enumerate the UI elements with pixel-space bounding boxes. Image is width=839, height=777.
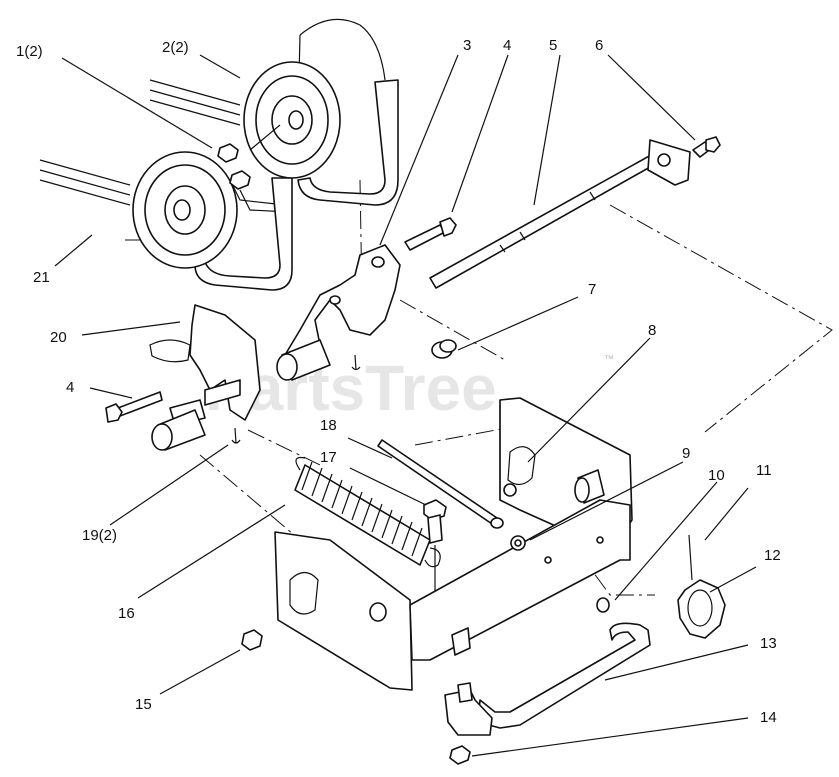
- cotter-pin-lower: [231, 427, 241, 444]
- callout-18: 18: [320, 417, 337, 434]
- height-adjust-knob: [677, 579, 726, 639]
- callout-4-bolt-top: 4: [503, 37, 511, 54]
- callout-14: 14: [760, 709, 777, 726]
- idler-pulley-lower: [132, 151, 238, 269]
- callout-20: 20: [50, 329, 67, 346]
- shoulder-spacer: [431, 339, 457, 359]
- callout-15: 15: [135, 696, 152, 713]
- callout-11: 11: [756, 462, 772, 479]
- callout-10: 10: [708, 467, 725, 484]
- pulley-nut-1: [217, 143, 239, 163]
- callout-8: 8: [648, 322, 656, 339]
- callout-16: 16: [118, 605, 135, 622]
- roll-pin: [688, 534, 693, 581]
- pivot-shaft: [429, 139, 691, 289]
- callout-3: 3: [463, 37, 471, 54]
- callout-9: 9: [682, 445, 690, 462]
- callout-4-bolt-left: 4: [66, 379, 74, 396]
- pivot-tube-upper: [276, 339, 331, 381]
- callout-12: 12: [764, 547, 781, 564]
- bracket-bolt: [105, 391, 163, 423]
- flat-washer: [510, 535, 526, 551]
- lift-handle: [444, 622, 651, 736]
- callout-6: 6: [595, 37, 603, 54]
- callout-19: 19(2): [82, 527, 117, 544]
- callout-labels: 1(2) 2(2) 3 4 5 6 7 8 9 10 11 12 13 14 1…: [16, 37, 781, 726]
- callout-7: 7: [588, 281, 596, 298]
- pivot-tube-lower: [151, 409, 206, 451]
- trademark-mark: ™: [604, 354, 614, 365]
- callout-13: 13: [760, 635, 777, 652]
- link-rod: [377, 439, 504, 529]
- leader-lines: [54, 54, 757, 757]
- idler-pulley-upper: [243, 61, 341, 179]
- shaft-bolt: [692, 136, 721, 158]
- lift-plate-lower: [274, 499, 631, 691]
- plate-nut: [241, 629, 263, 651]
- callout-21: 21: [33, 269, 50, 286]
- callout-5: 5: [549, 37, 557, 54]
- idler-bolt: [404, 217, 457, 251]
- callout-2: 2(2): [162, 39, 189, 56]
- tension-spring: [294, 456, 441, 568]
- handle-nut: [449, 745, 471, 765]
- callout-17: 17: [320, 449, 337, 466]
- pulley-nut-1b: [229, 170, 251, 190]
- spring-anchor-bolt: [423, 499, 447, 610]
- spring-washer: [596, 597, 610, 613]
- callout-1: 1(2): [16, 43, 43, 60]
- idler-arm: [284, 244, 401, 361]
- pulley-bolt-line: [249, 124, 281, 151]
- cotter-pin-upper: [351, 354, 361, 371]
